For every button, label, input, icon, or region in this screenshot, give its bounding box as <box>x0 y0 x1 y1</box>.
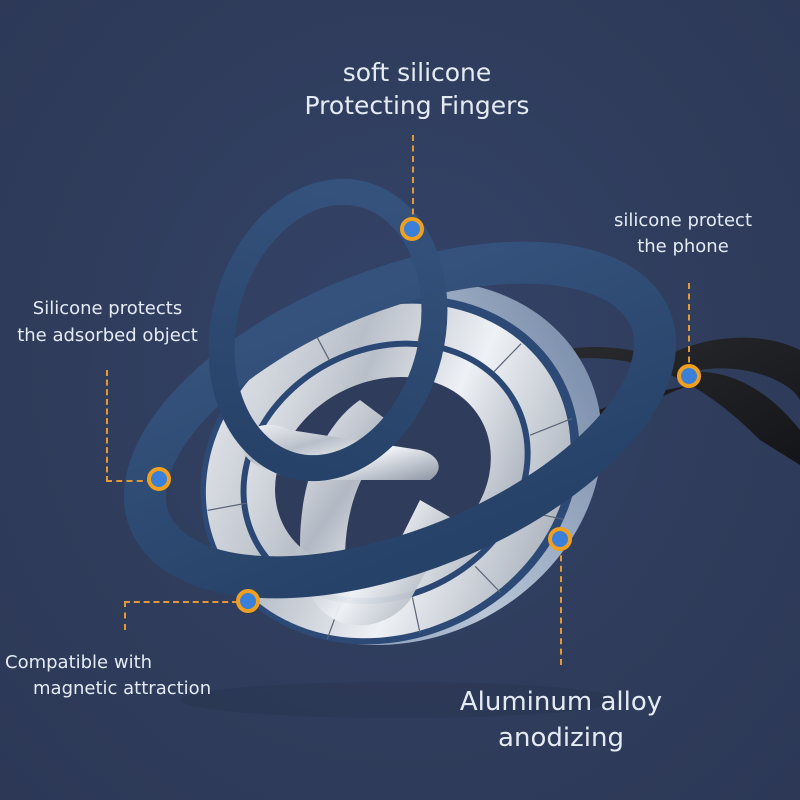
callout-line: silicone protect <box>613 210 753 231</box>
callout-line: soft silicone <box>342 58 492 87</box>
leader-line-right <box>688 283 690 373</box>
leader-line-left <box>106 370 153 482</box>
callout-line: Compatible with <box>5 652 153 673</box>
callout-line: Protecting Fingers <box>304 91 530 120</box>
marker-aluminum <box>548 527 572 551</box>
silicone-flat-ring <box>123 241 677 599</box>
marker-silicone-phone <box>677 364 701 388</box>
marker-soft-silicone <box>400 217 424 241</box>
marker-silicone-adsorbed <box>147 467 171 491</box>
callout-line: anodizing <box>498 723 624 753</box>
leader-line-bottom-left <box>124 601 238 630</box>
callout-soft-silicone: soft silicone Protecting Fingers <box>292 56 542 122</box>
callout-line: the phone <box>637 236 729 257</box>
callout-line: the adsorbed object <box>17 325 198 346</box>
callout-magnetic-compatibility: Compatible with magnetic attraction <box>5 650 235 702</box>
callout-line: Silicone protects <box>32 298 183 319</box>
callout-silicone-adsorbed-object: Silicone protects the adsorbed object <box>5 295 210 349</box>
callout-silicone-protect-phone: silicone protect the phone <box>598 208 768 260</box>
leader-line-top <box>412 135 414 225</box>
silicone-finger-loop <box>208 178 448 482</box>
leader-line-bottom-right <box>560 545 562 665</box>
callout-line: magnetic attraction <box>33 678 212 699</box>
callout-line: Aluminum alloy <box>459 687 663 717</box>
marker-magnetic <box>236 589 260 613</box>
callout-aluminum-anodizing: Aluminum alloy anodizing <box>450 684 672 756</box>
